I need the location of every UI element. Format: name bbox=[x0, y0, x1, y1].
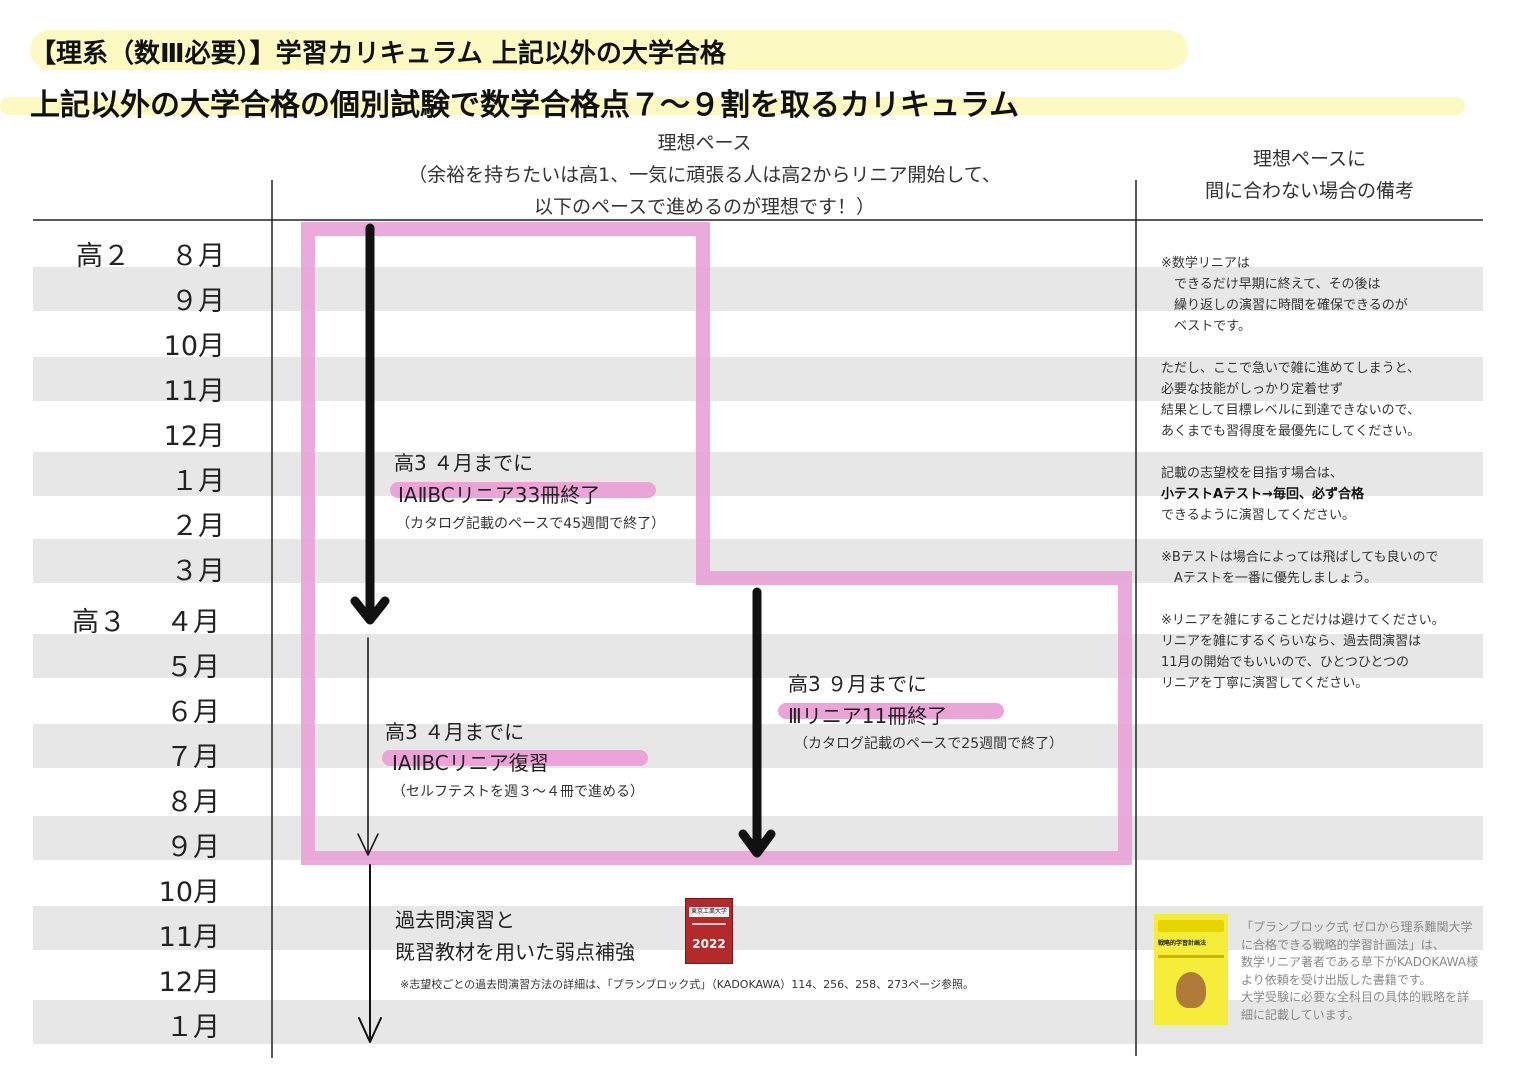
arrow-past-exams-head bbox=[358, 1017, 382, 1043]
pink-period-outline bbox=[301, 222, 1132, 865]
block-c-note: （セルフテストを週３〜４冊で進める） bbox=[392, 784, 644, 800]
book-header-band bbox=[1158, 920, 1224, 932]
row-stripe bbox=[33, 267, 1483, 311]
note-no-rush: ※リニアを雑にすることだけは避けてください。 リニアを雑にするくらいなら、過去問… bbox=[1161, 610, 1445, 694]
month-label: ６月 bbox=[166, 697, 220, 728]
page-title: 【理系（数Ⅲ必要）】学習カリキュラム 上記以外の大学合格 bbox=[30, 39, 726, 69]
past-exam-book-image: 東京工業大学 2022 bbox=[685, 898, 733, 964]
month-label: １月 bbox=[171, 466, 225, 497]
book-cover-rule bbox=[692, 923, 726, 925]
arrow-linear-3-head bbox=[738, 829, 776, 858]
note-line: できるだけ早期に終えて、その後は bbox=[1161, 277, 1381, 292]
note-mastery: ただし、ここで急いで雑に進めてしまうと、 必要な技能がしっかり定着せず 結果とし… bbox=[1161, 358, 1420, 442]
block-a-title: ⅠAⅡBCリニア33冊終了 bbox=[398, 483, 601, 507]
note-b-test: ※Bテストは場合によっては飛ばしても良いので Aテストを一番に優先しましょう。 bbox=[1161, 547, 1438, 589]
month-label: 11月 bbox=[163, 376, 225, 407]
pace-header-line2: （余裕を持ちたいは高1、一気に頑張る人は高2からリニア開始して、 bbox=[408, 164, 1001, 186]
notes-header: 理想ペースに 間に合わない場合の備考 bbox=[1137, 143, 1482, 207]
block-b-highlight bbox=[778, 703, 1004, 719]
month-label: 10月 bbox=[158, 877, 220, 908]
page-subtitle: 上記以外の大学合格の個別試験で数学合格点７〜９割を取るカリキュラム bbox=[30, 88, 1020, 123]
book-note-line: 「プランブロック式 ゼロから理系難関大学 bbox=[1241, 920, 1473, 934]
note-line: 必要な技能がしっかり定着せず bbox=[1161, 382, 1344, 397]
note-line: ただし、ここで急いで雑に進めてしまうと、 bbox=[1161, 361, 1421, 376]
arrow-review-head bbox=[357, 833, 379, 856]
month-label: 10月 bbox=[163, 331, 225, 362]
note-linear-early: ※数学リニアは できるだけ早期に終えて、その後は 繰り返しの演習に時間を確保でき… bbox=[1161, 253, 1408, 337]
month-label: ９月 bbox=[166, 832, 220, 863]
month-label: １月 bbox=[166, 1012, 220, 1043]
note-line: ※数学リニアは bbox=[1161, 256, 1250, 271]
book-cover-year: 2022 bbox=[692, 937, 726, 951]
block-d-line1: 過去問演習と bbox=[395, 908, 515, 932]
book-cover-title: 東京工業大学 bbox=[689, 907, 729, 917]
row-stripe bbox=[33, 1000, 1483, 1044]
book-rule bbox=[1158, 955, 1224, 958]
book-note-line: 細に記載しています。 bbox=[1241, 1007, 1360, 1022]
month-label: ２月 bbox=[171, 511, 225, 542]
book-note-line: に合格できる戦略的学習計画法」は、 bbox=[1241, 937, 1445, 952]
title-highlight-1 bbox=[30, 30, 1188, 70]
block-c-heading: 高3 ４月までに bbox=[385, 720, 525, 744]
month-label: ７月 bbox=[166, 742, 220, 773]
month-label: ３月 bbox=[171, 556, 225, 587]
book-character-illustration bbox=[1176, 972, 1206, 1008]
block-d-note: ※志望校ごとの過去問演習方法の詳細は、「プランブロック式」（KADOKAWA）1… bbox=[400, 978, 974, 991]
book-note-line: 数学リニア著者である草下がKADOKAWA様 bbox=[1241, 955, 1479, 969]
note-line: 繰り返しの演習に時間を確保できるのが bbox=[1161, 298, 1408, 313]
block-c-highlight bbox=[382, 750, 648, 766]
pace-header-line1: 理想ペース bbox=[657, 132, 752, 154]
note-line-bold: 小テストAテスト→毎回、必ず合格 bbox=[1161, 487, 1364, 502]
notes-header-line2: 間に合わない場合の備考 bbox=[1204, 180, 1414, 202]
block-b-note: （カタログ記載のペースで25週間で終了） bbox=[794, 736, 1064, 752]
month-label: 12月 bbox=[158, 967, 220, 998]
note-line: あくまでも習得度を最優先にしてください。 bbox=[1161, 424, 1421, 439]
note-line: ※Bテストは場合によっては飛ばしても良いので bbox=[1161, 550, 1439, 565]
block-b-title: Ⅲリニア11冊終了 bbox=[788, 704, 948, 728]
title-highlight-2 bbox=[0, 97, 1465, 115]
note-line: 11月の開始でもいいので、ひとつひとつの bbox=[1161, 655, 1409, 670]
grade-label-3: 高３ bbox=[72, 607, 126, 638]
block-d-line2: 既習教材を用いた弱点補強 bbox=[395, 940, 635, 964]
note-line: リニアを雑にするくらいなら、過去問演習は bbox=[1161, 634, 1422, 649]
month-label: 12月 bbox=[163, 421, 225, 452]
row-stripe bbox=[33, 452, 1483, 496]
book-title: 戦略的学習計画法 bbox=[1158, 940, 1207, 947]
month-label: 11月 bbox=[158, 922, 220, 953]
book-note-line: より依頼を受け出版した書籍です。 bbox=[1241, 972, 1432, 987]
row-stripe bbox=[33, 906, 1483, 950]
book-note-line: 大学受験に必要な全科目の具体的戦略を詳 bbox=[1241, 990, 1470, 1004]
pace-header: 理想ペース （余裕を持ちたいは高1、一気に頑張る人は高2からリニア開始して、 以… bbox=[273, 127, 1136, 223]
month-label: ９月 bbox=[171, 286, 225, 317]
note-target-school: 記載の志望校を目指す場合は、 小テストAテスト→毎回、必ず合格 できるように演習… bbox=[1161, 463, 1364, 526]
note-line: Aテストを一番に優先しましょう。 bbox=[1161, 571, 1378, 586]
month-label: ８月 bbox=[166, 787, 220, 818]
planning-book-image: 戦略的学習計画法 bbox=[1154, 914, 1228, 1025]
block-a-highlight bbox=[390, 482, 656, 498]
month-label: ４月 bbox=[166, 607, 220, 638]
block-c-title: ⅠAⅡBCリニア復習 bbox=[392, 751, 549, 775]
block-a-heading: 高3 ４月までに bbox=[394, 451, 534, 475]
month-label: ８月 bbox=[171, 241, 225, 272]
month-label: ５月 bbox=[166, 652, 220, 683]
note-line: リニアを丁寧に演習してください。 bbox=[1161, 676, 1369, 691]
notes-header-line1: 理想ペースに bbox=[1252, 148, 1367, 170]
note-line: できるように演習してください。 bbox=[1161, 508, 1355, 523]
note-line: ※リニアを雑にすることだけは避けてください。 bbox=[1161, 613, 1445, 628]
block-a-note: （カタログ記載のペースで45週間で終了） bbox=[396, 516, 666, 532]
note-line: ベストです。 bbox=[1161, 319, 1251, 334]
row-stripe bbox=[33, 357, 1483, 401]
book-description: 「プランブロック式 ゼロから理系難関大学 に合格できる戦略的学習計画法」は、 数… bbox=[1241, 919, 1478, 1024]
pace-header-line3: 以下のペースで進めるのが理想です！） bbox=[533, 196, 876, 218]
note-line: 記載の志望校を目指す場合は、 bbox=[1161, 466, 1344, 481]
arrow-linear-main-head bbox=[350, 596, 390, 625]
block-b-heading: 高3 ９月までに bbox=[788, 672, 928, 696]
grade-label-2: 高２ bbox=[76, 241, 130, 272]
note-line: 結果として目標レベルに到達できないので、 bbox=[1161, 403, 1421, 418]
